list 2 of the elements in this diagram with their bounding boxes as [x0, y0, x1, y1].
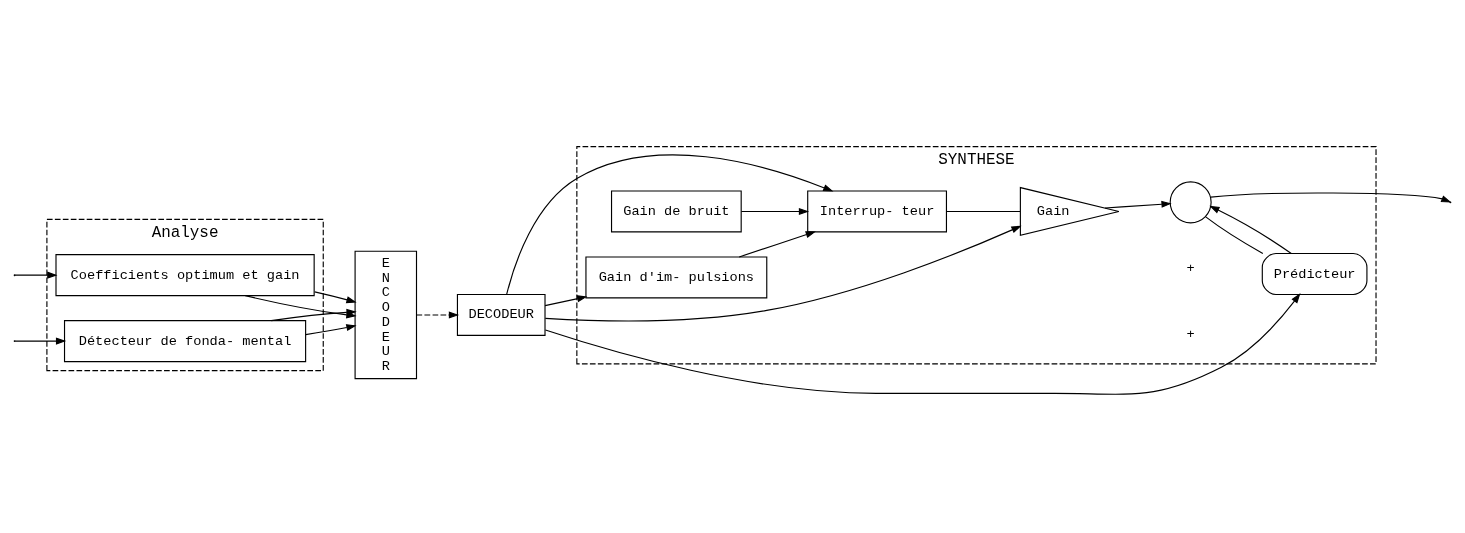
- label: +: [1186, 326, 1195, 342]
- label: +: [1186, 260, 1195, 276]
